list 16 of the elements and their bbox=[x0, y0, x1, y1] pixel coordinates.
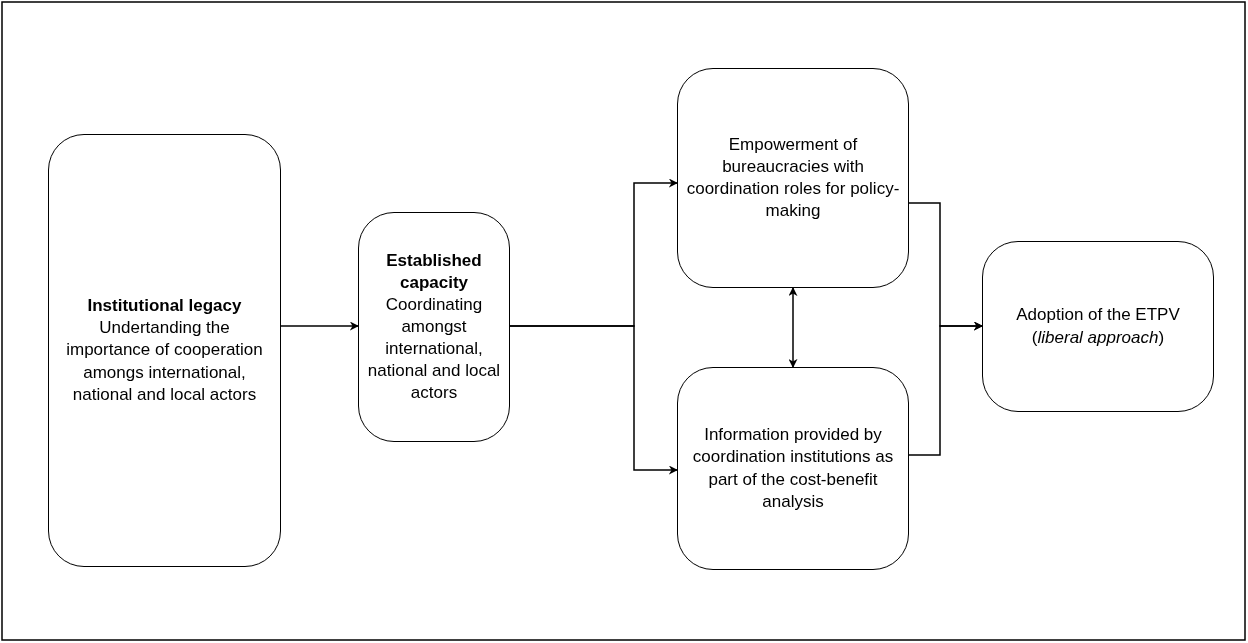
arrow bbox=[280, 321, 359, 331]
box-text: Coordinating amongst international, national and local actors bbox=[366, 293, 502, 405]
arrow bbox=[788, 287, 798, 368]
rounded-box bbox=[677, 68, 909, 288]
box-text: Undertanding the importance of cooperation amongs international, national and local actors bbox=[65, 317, 264, 406]
rounded-box bbox=[982, 241, 1214, 412]
rounded-box bbox=[677, 367, 909, 570]
box-heading: Institutional legacy bbox=[87, 295, 242, 318]
box-text: Information provided by coordination institutions as part of the cost-benefit analysis bbox=[691, 424, 895, 513]
box-heading: Established capacity bbox=[385, 249, 483, 294]
box-text: Adoption of the ETPV (liberal approach) bbox=[1015, 304, 1181, 349]
arrow bbox=[509, 325, 678, 475]
arrow bbox=[908, 321, 983, 456]
rounded-box bbox=[358, 212, 510, 442]
box-text: Empowerment of bureaucracies with coordination roles for policy-making bbox=[685, 133, 901, 223]
rounded-box bbox=[48, 134, 281, 567]
